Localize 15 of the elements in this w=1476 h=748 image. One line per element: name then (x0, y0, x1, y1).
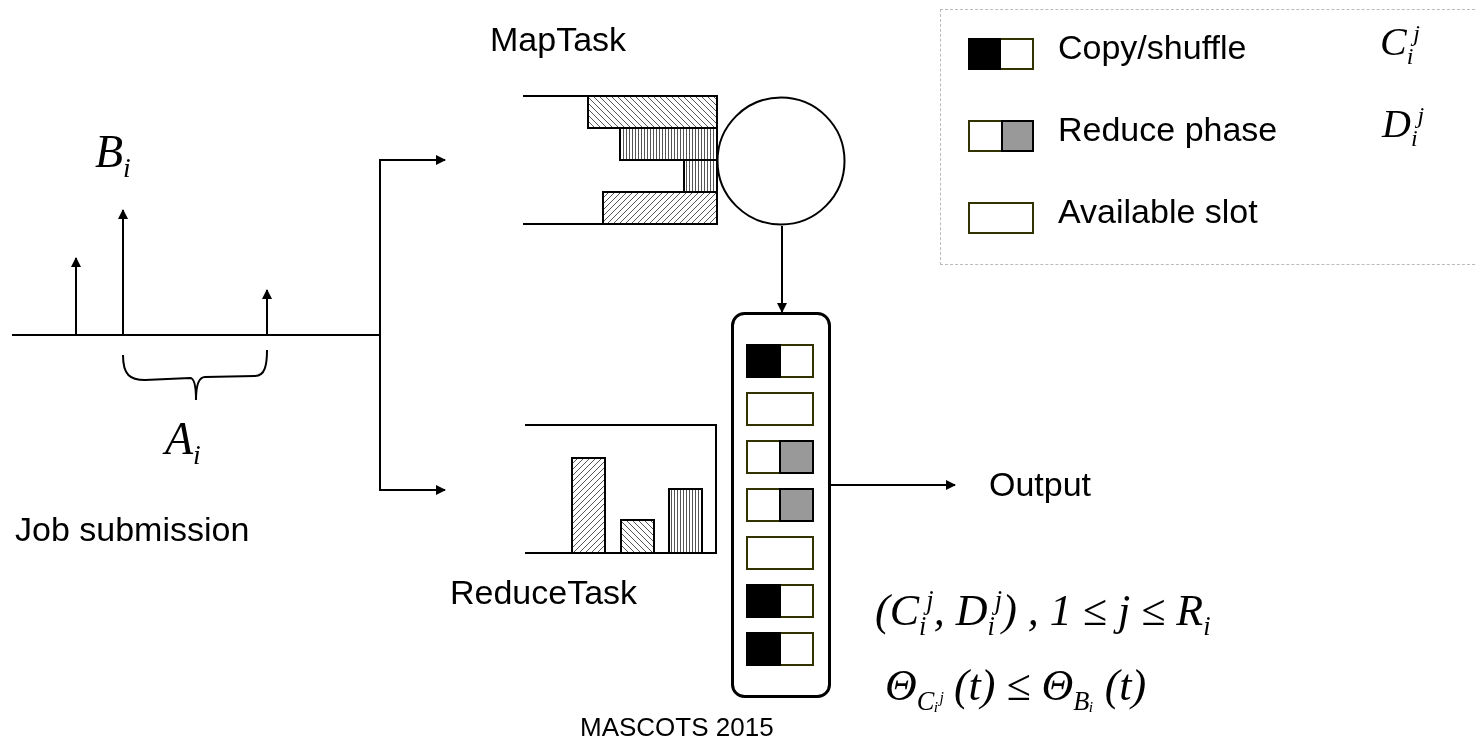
arrow (830, 480, 956, 490)
queue-label: ReduceTask (450, 573, 638, 612)
legend-label: Reduce phase (1058, 110, 1278, 149)
timeline-caption: Job submission (15, 510, 250, 549)
formula: (C$_{i}$$^{j}$, D$_{i}$$^{j}$) , 1 ≤ j ≤ R$_{i}$ (875, 585, 1211, 642)
arrow (379, 334, 446, 495)
legend-label: Copy/shuffle (1058, 28, 1247, 67)
formula: Θ$_{Cᵢʲ}$ (t) ≤ Θ$_{Bᵢ}$ (t) (885, 660, 1147, 717)
arrow (379, 155, 446, 336)
conference-label: MASCOTS 2015 (580, 712, 774, 743)
arrow (777, 225, 787, 313)
output-label: Output (989, 465, 1092, 504)
math-label: B$_{i}$ (95, 125, 131, 185)
queue-label: MapTask (490, 20, 627, 59)
legend-label: Available slot (1058, 192, 1258, 231)
